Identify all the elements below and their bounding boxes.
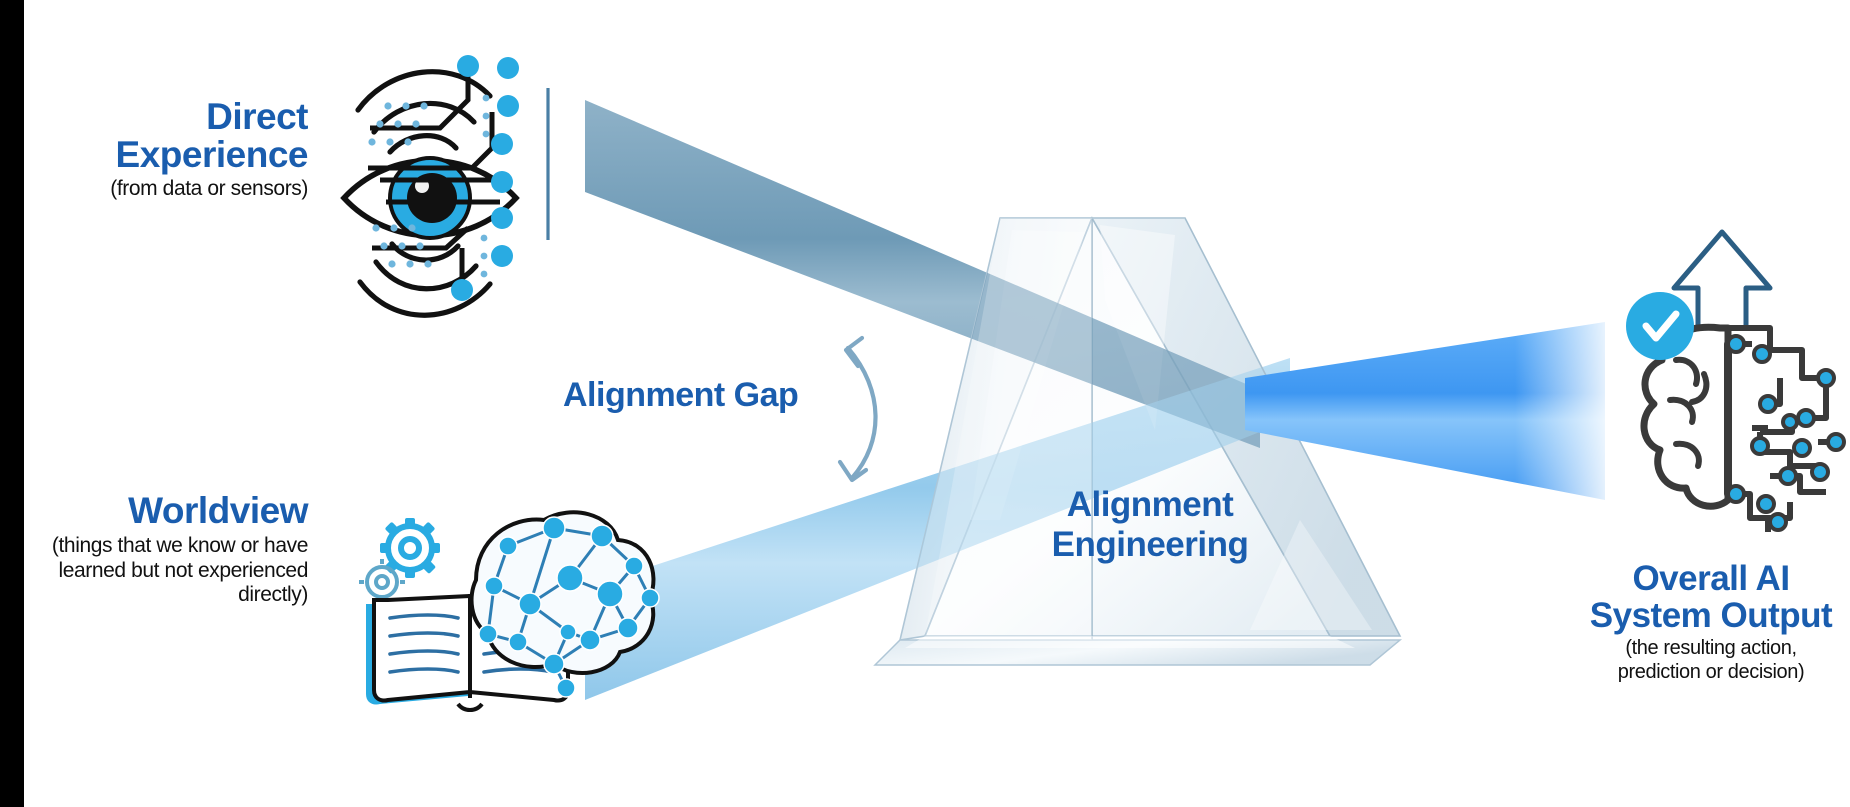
alignment-gap-label: Alignment Gap	[563, 378, 833, 413]
output-label: Overall AI System Output (the resulting …	[1580, 560, 1842, 684]
direct-experience-subtext: (from data or sensors)	[110, 177, 308, 201]
check-badge-icon	[1626, 292, 1694, 360]
worldview-heading: Worldview	[128, 490, 308, 531]
direct-experience-label: Direct Experience (from data or sensors)	[18, 98, 308, 202]
left-black-bar	[0, 0, 24, 807]
output-subtext: (the resulting action, prediction or dec…	[1617, 637, 1805, 683]
alignment-gap-text: Alignment Gap	[563, 376, 799, 414]
alignment-engineering-label: Alignment Engineering	[975, 485, 1325, 565]
direct-experience-heading: Direct Experience	[115, 96, 309, 175]
beam-output	[1245, 315, 1620, 508]
alignment-gap-arrow	[837, 335, 878, 483]
worldview-label: Worldview (things that we know or have l…	[8, 490, 309, 608]
output-heading: Overall AI System Output	[1589, 559, 1833, 636]
worldview-subtext: (things that we know or have learned but…	[51, 533, 309, 607]
alignment-engineering-text: Alignment Engineering	[1051, 485, 1249, 564]
